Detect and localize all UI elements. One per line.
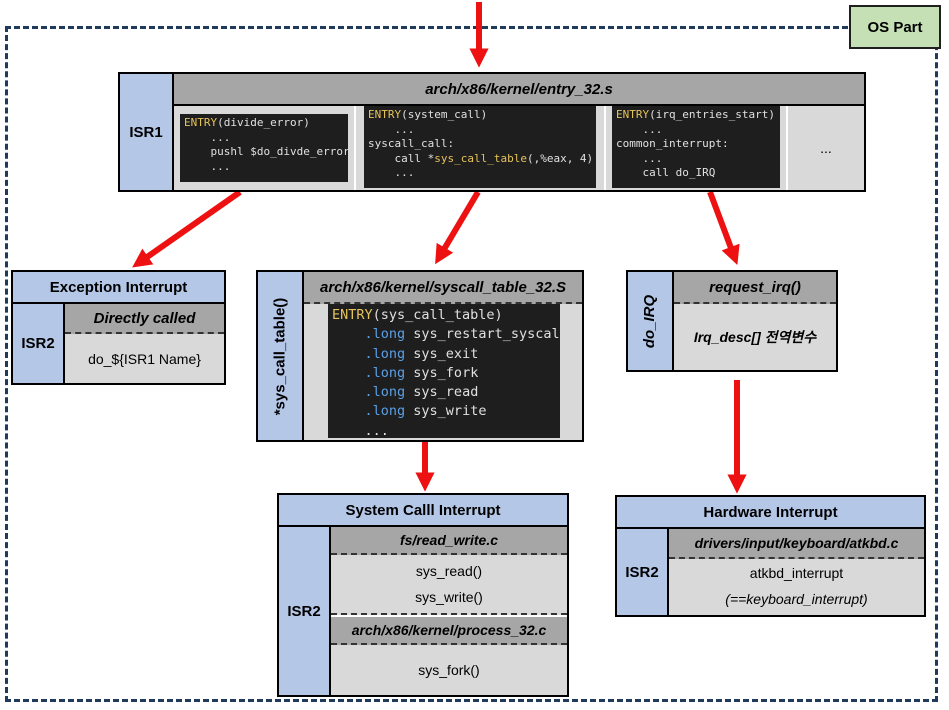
sys-read-item: sys_read() [415, 563, 483, 579]
code-keyword: sys_call_table [434, 151, 527, 165]
isr1-path-header: arch/x86/kernel/entry_32.s [174, 74, 864, 106]
code-text: pushl $do_divde_error [184, 145, 348, 158]
code-text: (,%eax, 4) [526, 151, 594, 165]
exception-header: Directly called [65, 304, 224, 334]
system-call-interrupt-block: System Calll Interrupt ISR2 fs/read_writ… [277, 493, 569, 697]
code-text: ... [184, 159, 231, 173]
hardware-interrupt-block: Hardware Interrupt ISR2 drivers/input/ke… [615, 495, 926, 617]
syscall-table-block: *sys_call_table() arch/x86/kernel/syscal… [256, 270, 584, 442]
long-keyword: .long [364, 364, 406, 381]
long-keyword: .long [364, 345, 406, 362]
long-keyword: .long [364, 403, 406, 420]
code-text: call * [368, 151, 435, 165]
code-text: call do_IRQ [616, 166, 716, 179]
syscall-table-path: arch/x86/kernel/syscall_table_32.S [304, 272, 582, 304]
isr1-code-irq-entries: ENTRY(irq_entries_start) ... common_inte… [612, 106, 780, 188]
atkbd-interrupt-item: atkbd_interrupt [749, 565, 844, 581]
do-irq-block: do_IRQ request_irq() Irq_desc[] 전역변수 [626, 270, 838, 372]
hardware-title: Hardware Interrupt [617, 497, 924, 529]
arrow-to-do-irq [707, 190, 740, 265]
syscall-table-side: *sys_call_table() [258, 272, 304, 440]
hardware-body: atkbd_interrupt (==keyboard_interrupt) [669, 559, 924, 615]
syscall-ellipsis: ... [364, 422, 389, 438]
read-write-header: fs/read_write.c [331, 527, 567, 555]
code-text: ... [616, 122, 663, 136]
code-keyword: ENTRY [368, 108, 402, 121]
exception-interrupt-block: Exception Interrupt ISR2 Directly called… [11, 270, 226, 385]
system-call-isr2-label: ISR2 [287, 602, 321, 620]
long-keyword: .long [364, 326, 406, 343]
os-part-label: OS Part [849, 5, 941, 49]
isr1-code-divide-error: ENTRY(divide_error) ... pushl $do_divde_… [180, 114, 348, 182]
code-text: syscall_call: [368, 137, 455, 150]
code-text: ... [368, 166, 415, 179]
read-write-body: sys_read() sys_write() [331, 555, 567, 615]
syscall-table-side-label: *sys_call_table() [271, 297, 289, 415]
code-keyword: ENTRY [184, 116, 218, 129]
code-keyword: ENTRY [332, 307, 373, 323]
code-text: ... [184, 130, 231, 144]
isr1-block: ISR1 arch/x86/kernel/entry_32.s ENTRY(di… [118, 72, 866, 192]
syscall-entry: sys_read [413, 384, 479, 401]
keyboard-interrupt-item: (==keyboard_interrupt) [725, 591, 868, 607]
code-text: common_interrupt: [616, 137, 729, 150]
syscall-entry: sys_restart_syscall [413, 326, 560, 343]
code-text: (irq_entries_start) [649, 108, 775, 121]
hardware-isr2-label: ISR2 [625, 563, 659, 581]
hardware-side: ISR2 [617, 529, 669, 615]
atkbd-header: drivers/input/keyboard/atkbd.c [669, 529, 924, 559]
code-text: ... [616, 151, 663, 165]
do-irq-side: do_IRQ [628, 272, 674, 370]
process-header: arch/x86/kernel/process_32.c [331, 617, 567, 645]
arrow-to-syscall-table [435, 190, 481, 265]
code-text: (system_call) [401, 108, 488, 121]
code-text: ... [368, 122, 415, 136]
code-text: (sys_call_table) [372, 307, 503, 323]
syscall-entry: sys_fork [413, 364, 479, 381]
do-irq-value: Irq_desc[] 전역변수 [674, 304, 836, 370]
system-call-title: System Calll Interrupt [279, 495, 567, 527]
isr1-label: ISR1 [129, 123, 163, 141]
exception-title: Exception Interrupt [13, 272, 224, 304]
system-call-side: ISR2 [279, 527, 331, 695]
exception-side: ISR2 [13, 304, 65, 383]
sys-write-item: sys_write() [415, 589, 483, 605]
os-part-frame [5, 26, 938, 702]
isr1-code-system-call: ENTRY(system_call) ... syscall_call: cal… [364, 106, 596, 188]
exception-isr2-label: ISR2 [21, 335, 55, 352]
do-irq-header: request_irq() [674, 272, 836, 304]
code-keyword: ENTRY [616, 108, 650, 121]
code-text: (divide_error) [217, 116, 310, 129]
do-irq-side-label: do_IRQ [641, 294, 659, 348]
arrow-to-exception [132, 189, 242, 268]
sys-fork-item: sys_fork() [331, 645, 567, 695]
exception-value: do_${ISR1 Name} [65, 334, 224, 383]
syscall-table-code: ENTRY(sys_call_table) .long sys_restart_… [328, 304, 560, 438]
syscall-entry: sys_write [413, 403, 487, 420]
syscall-entry: sys_exit [413, 345, 479, 362]
isr1-ellipsis: ... [820, 140, 832, 156]
isr1-side: ISR1 [120, 74, 174, 190]
long-keyword: .long [364, 384, 406, 401]
